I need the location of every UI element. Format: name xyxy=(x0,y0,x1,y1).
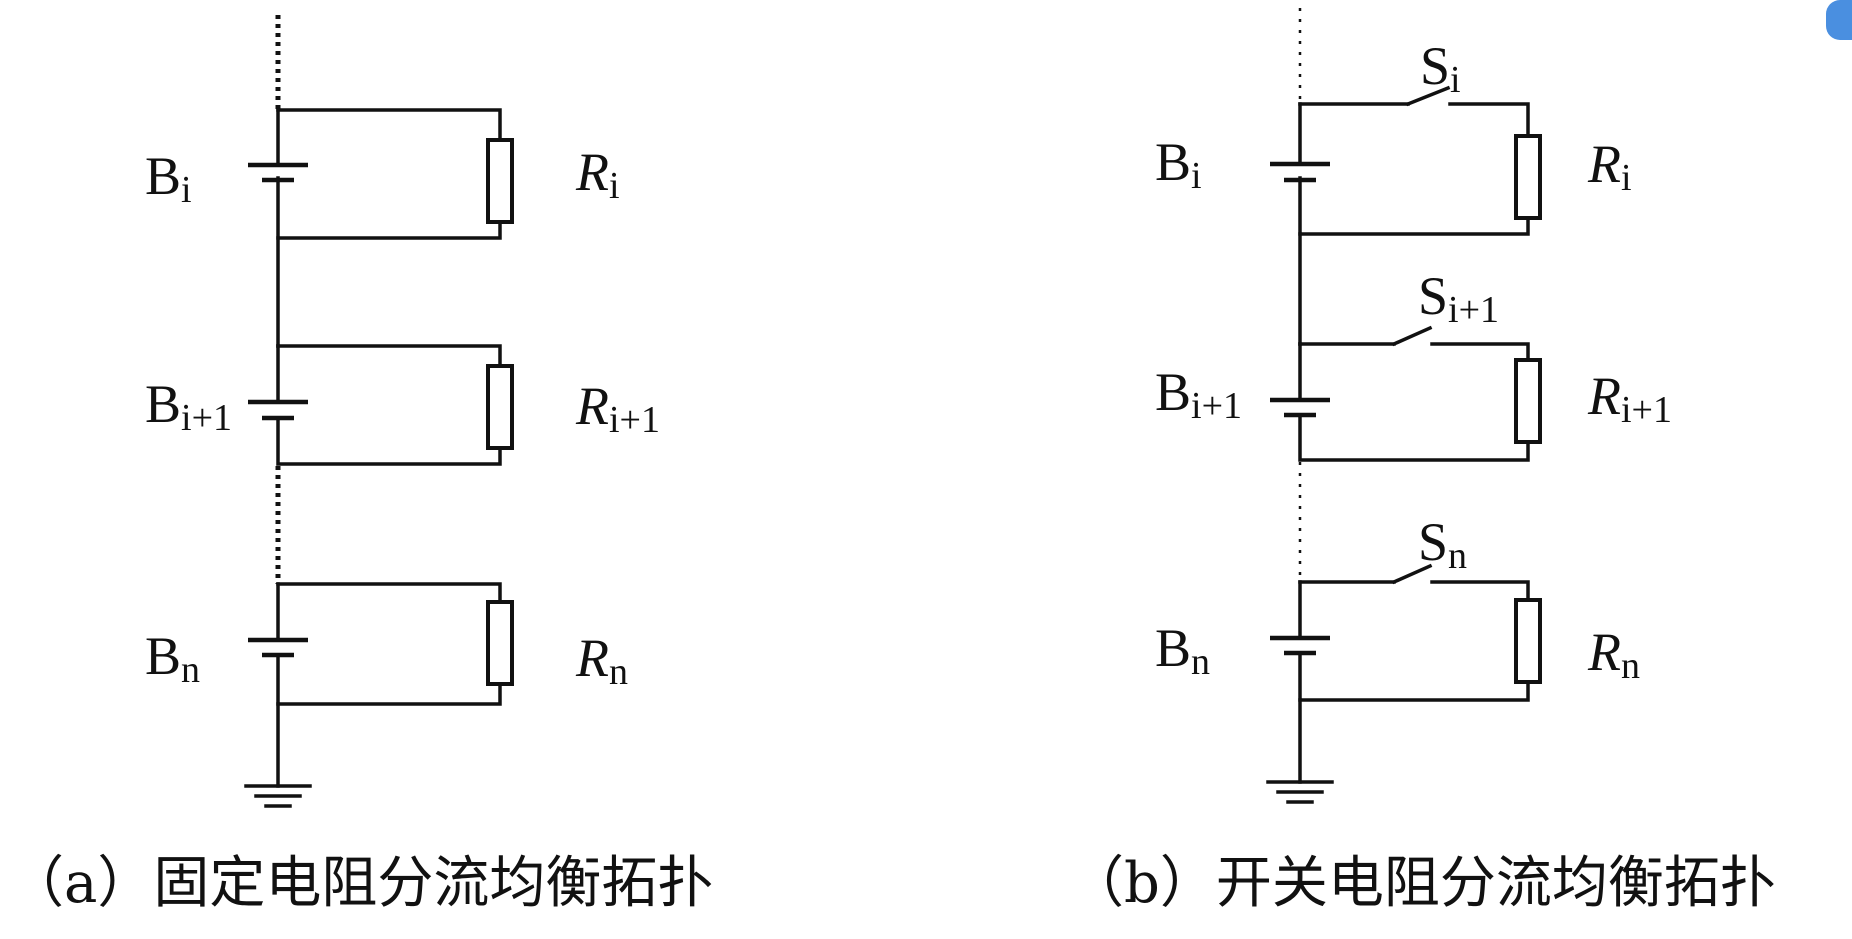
battery-label: Bn xyxy=(1155,618,1210,683)
resistor xyxy=(486,600,514,686)
resistor xyxy=(486,364,514,450)
wire xyxy=(1298,652,1530,702)
resistor-label: Ri+1 xyxy=(575,376,660,441)
resistor xyxy=(1514,134,1542,220)
resistor xyxy=(486,138,514,224)
figure-b: Bi Ri Si Bi+1 Ri+1 Si+1 Bn Rn Sn （b）开关电阻… xyxy=(1068,8,1776,916)
switch-label: Sn xyxy=(1418,512,1467,577)
wire xyxy=(276,344,502,368)
figure-a: Bi Ri Bi+1 Ri+1 Bn Rn （a）固定电阻分流均衡拓扑 xyxy=(8,15,713,916)
switch-label: Si xyxy=(1420,36,1461,101)
wire xyxy=(276,418,502,466)
resistor-label: Rn xyxy=(575,628,628,693)
screenshot-tool-icon[interactable] xyxy=(1826,0,1852,40)
ground-symbol-b xyxy=(1266,698,1334,804)
wire xyxy=(276,654,502,706)
resistor-label: Ri xyxy=(575,142,620,207)
cell-a-i1 xyxy=(248,344,514,466)
switch-label: Si+1 xyxy=(1418,266,1499,331)
battery-label: Bi+1 xyxy=(1155,362,1242,427)
wire xyxy=(1430,580,1530,602)
battery-label: Bi xyxy=(145,146,192,211)
battery-label: Bi xyxy=(1155,132,1202,197)
caption-a: （a）固定电阻分流均衡拓扑 xyxy=(8,851,713,916)
cell-a-i xyxy=(248,108,514,240)
resistor-label: Ri xyxy=(1587,134,1632,199)
wire xyxy=(1430,342,1530,362)
cell-b-i xyxy=(1270,85,1542,236)
switch-blade xyxy=(1405,85,1451,107)
cell-b-i1 xyxy=(1270,325,1542,462)
cell-a-n xyxy=(248,582,514,706)
switch-blade xyxy=(1391,563,1433,585)
battery-label: Bi+1 xyxy=(145,374,232,439)
resistor xyxy=(1514,598,1542,684)
wire xyxy=(276,108,502,142)
wire xyxy=(1298,414,1530,462)
wire xyxy=(1448,102,1530,138)
resistor xyxy=(1514,358,1542,444)
battery-label: Bn xyxy=(145,626,200,691)
wire xyxy=(276,176,502,240)
cell-b-n xyxy=(1270,563,1542,702)
wire xyxy=(1298,176,1530,236)
switch-blade xyxy=(1391,325,1433,347)
resistor-label: Rn xyxy=(1587,622,1640,687)
resistor-label: Ri+1 xyxy=(1587,366,1672,431)
caption-b: （b）开关电阻分流均衡拓扑 xyxy=(1068,851,1776,916)
ground-symbol-a xyxy=(244,702,312,808)
wire xyxy=(276,582,502,604)
